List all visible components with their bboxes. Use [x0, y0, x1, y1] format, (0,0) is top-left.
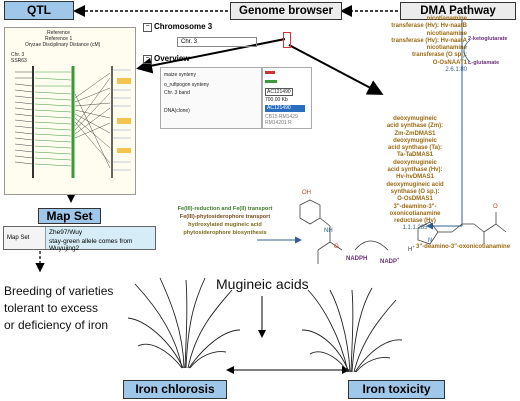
- pathway-l-glutamate: L-glutamate: [468, 60, 500, 66]
- enzyme-mid-line: 1.1.1.285: [402, 225, 428, 232]
- minus-icon[interactable]: −: [143, 23, 152, 32]
- enzyme-line: 2.6.1.80: [445, 67, 467, 74]
- enzyme-line: transferase (O sp.):: [411, 52, 467, 59]
- map-set-box[interactable]: Map Set: [38, 208, 101, 224]
- enzyme-line: nicotianamine: [426, 16, 467, 22]
- qtl-map-graphic: [14, 66, 131, 178]
- chem-nh: NH: [324, 228, 333, 234]
- map-set-line-2: stay-green allele comes from Wuyujing2: [49, 238, 133, 252]
- pathway-2-ketoglutarate: 2-ketoglutarate: [468, 36, 508, 42]
- clone-selected[interactable]: AC121490: [265, 105, 305, 112]
- qtl-chr: Chr. 3: [11, 52, 25, 58]
- marker-line: CB15 RM1429: [265, 114, 298, 120]
- dma-pathway-box[interactable]: DMA Pathway: [400, 2, 516, 20]
- enzyme-mid-line: acid synthase (Zm):: [386, 123, 444, 130]
- qtl-header-1: Reference: [47, 30, 71, 36]
- chem-o-right: O: [493, 204, 498, 210]
- scale-label: 700.00 Kb: [265, 97, 288, 103]
- qtl-header-3: Oryzae Disciplinary Distance (cM): [25, 42, 101, 48]
- transport-block: Fe(III)-reduction and Fe(II) transport F…: [165, 205, 285, 237]
- enzyme-mid-line: synthase (O sp.):: [390, 188, 440, 195]
- genome-browser-panel: − Chromosome 3 Chr. 3 − Overview maize s…: [142, 21, 382, 129]
- enzyme-mid-line: O-OsDMAS1: [397, 196, 433, 203]
- qtl-header-2: Reference 1: [45, 36, 73, 42]
- enzyme-mid-line: acid synthase (Hv):: [387, 167, 443, 174]
- enzyme-mid-line: 3"-deamino-3"-: [393, 203, 437, 210]
- enzyme-mid-line: deoxymugineic acid: [386, 181, 444, 188]
- track-area: maize synteny o_rufipogon synteny Chr. 3…: [160, 67, 262, 129]
- clone-selected-text: AC121490: [267, 105, 291, 111]
- enzyme-mid-line: Ta-TaDMAS1: [396, 152, 434, 159]
- enzymes-mid: deoxymugineic acid synthase (Zm): Zm-ZmD…: [370, 116, 460, 233]
- enzyme-mid-line: Hv-hvDMAS1: [396, 174, 434, 181]
- overview-label: Overview: [154, 54, 190, 63]
- qtl-sub: SSR63: [11, 58, 27, 64]
- track-dna: DNA(clone): [164, 108, 190, 114]
- clone-id: AC121490: [265, 88, 293, 96]
- enzyme-mid-line: deoxymugineic: [393, 137, 437, 144]
- mugineic-acids-label: Mugineic acids: [216, 276, 309, 292]
- enzyme-mid-line: deoxymugineic: [393, 116, 437, 122]
- track-band: Chr. 3 band: [164, 90, 190, 96]
- breeding-line: tolerant to excess: [4, 301, 99, 315]
- enzyme-line: transferase (Hv): Hv-naatA: [391, 37, 467, 44]
- chem-product: 3"-deamino-3"-oxonicotianamine: [416, 244, 511, 250]
- chromosome-label: Chromosome 3: [154, 22, 213, 31]
- enzyme-mid-line: deoxymugineic: [393, 159, 437, 166]
- track-maize: maize synteny: [164, 72, 196, 78]
- zoom-box[interactable]: [283, 32, 291, 48]
- track-detail: AC121490 700.00 Kb AC121490 CB15 RM1429 …: [262, 67, 312, 129]
- chem-oh: OH: [302, 190, 311, 196]
- breeding-line: or deficiency of iron: [4, 318, 109, 332]
- enzyme-line: nicotianamine: [426, 45, 467, 52]
- map-set-table: Map Set Zhe97/Wuy stay-green allele come…: [3, 226, 156, 252]
- chem-nadp: NADP+: [380, 256, 399, 265]
- chem-h-sup: +: [412, 244, 415, 249]
- enzyme-mid-line: reductase (Hv): [394, 218, 436, 225]
- marker-line-2: RM14201 R: [265, 120, 292, 126]
- transport-line: hydroxylated mugineic acid: [188, 222, 262, 228]
- track-rufipogon: o_rufipogon synteny: [164, 82, 210, 88]
- genome-browser-box[interactable]: Genome browser: [230, 2, 342, 20]
- chem-nadp-sup: +: [397, 256, 400, 261]
- chr-field-value: Chr. 3: [181, 39, 198, 45]
- enzyme-mid-line: Zm-ZmDMAS1: [394, 130, 436, 137]
- enzyme-mid-line: oxonicotianamine: [389, 210, 441, 217]
- enzyme-mid-line: acid synthase (Ta):: [388, 145, 442, 152]
- map-set-value-cell: Zhe97/Wuy stay-green allele comes from W…: [46, 227, 155, 252]
- transport-line: Fe(III)-reduction and Fe(II) transport: [177, 206, 273, 212]
- arrow-genome-to-qtl-panel: [136, 38, 286, 74]
- chem-h: H+: [408, 244, 415, 253]
- map-set-line-1: Zhe97/Wuy: [49, 229, 83, 236]
- qtl-box[interactable]: QTL: [4, 1, 74, 20]
- chem-nadph: NADPH: [346, 256, 368, 262]
- iron-chlorosis-box[interactable]: Iron chlorosis: [123, 380, 227, 399]
- chem-o: O: [334, 244, 339, 250]
- qtl-panel: Reference Reference 1 Oryzae Disciplinar…: [4, 27, 136, 195]
- transport-line: phytosiderophore biosynthesis: [183, 230, 267, 236]
- breeding-block: Breeding of varieties tolerant to excess…: [4, 283, 134, 334]
- enzyme-line: nicotianamine: [426, 30, 467, 37]
- minus-icon[interactable]: −: [143, 55, 152, 64]
- chem-n: N: [428, 238, 433, 244]
- breeding-line: Breeding of varieties: [4, 284, 114, 298]
- map-set-label-cell: Map Set: [4, 227, 46, 249]
- chem-h-text: H: [408, 247, 413, 253]
- chem-nadp-text: NADP: [380, 259, 398, 265]
- arrow-zoom-detail: [288, 44, 384, 95]
- enzyme-line: O-OsNAAT1: [432, 59, 467, 66]
- enzymes-top: nicotianamine transferase (Hv): Hv-naatB…: [372, 16, 467, 74]
- enzyme-line: transferase (Hv): Hv-naatB: [391, 23, 467, 30]
- transport-line: Fe(III)-phytosiderophore transport: [179, 214, 271, 220]
- iron-toxicity-box[interactable]: Iron toxicity: [348, 380, 445, 399]
- chr-field[interactable]: Chr. 3: [177, 37, 257, 47]
